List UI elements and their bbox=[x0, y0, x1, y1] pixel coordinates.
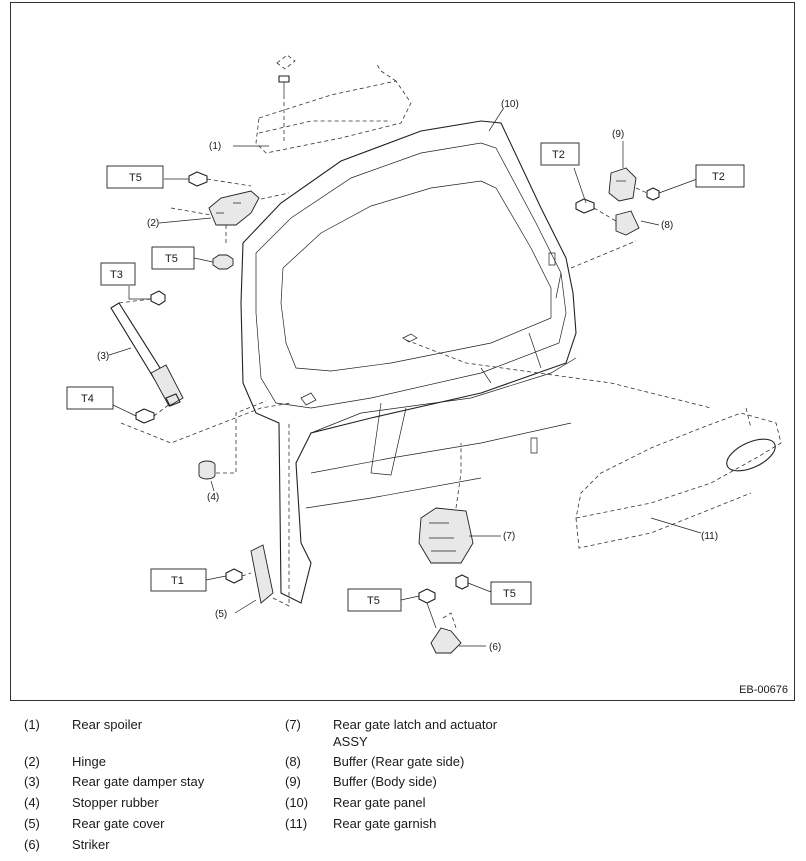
callout-8: (8) bbox=[661, 220, 673, 231]
callout-3: (3) bbox=[97, 351, 109, 362]
callout-2: (2) bbox=[147, 218, 159, 229]
legend-item: (9) Buffer (Body side) bbox=[285, 773, 437, 790]
callout-10: (10) bbox=[501, 99, 519, 110]
legend-text: Rear gate latch and actuator ASSY bbox=[333, 717, 498, 749]
torque-t2b: T2 bbox=[712, 171, 725, 183]
legend-item: (10) Rear gate panel bbox=[285, 794, 426, 811]
figure-code: EB-00676 bbox=[739, 684, 788, 696]
torque-boxes: T5 T5 T3 T4 T1 T2 T2 T5 T5 bbox=[66, 142, 745, 612]
legend-number: (1) bbox=[24, 717, 40, 732]
torque-box-t5c bbox=[347, 588, 402, 612]
callout-7: (7) bbox=[503, 531, 515, 542]
torque-box-t5b bbox=[151, 246, 195, 270]
torque-box-t4 bbox=[66, 386, 114, 410]
legend-text: Rear gate garnish bbox=[333, 816, 437, 831]
legend-item: (11) Rear gate garnish bbox=[285, 815, 436, 832]
buffers bbox=[570, 167, 660, 269]
legend-text: Rear spoiler bbox=[72, 717, 143, 732]
torque-t1: T1 bbox=[171, 575, 184, 587]
torque-t3: T3 bbox=[110, 269, 123, 281]
legend-number: (7) bbox=[285, 717, 301, 732]
torque-box-t5a bbox=[106, 165, 164, 189]
legend-text: Rear gate panel bbox=[333, 795, 426, 810]
legend-text: Buffer (Body side) bbox=[333, 774, 437, 789]
damper-stay bbox=[110, 290, 292, 444]
striker bbox=[418, 588, 462, 654]
legend-number: (5) bbox=[24, 816, 40, 831]
legend-item: (3) Rear gate damper stay bbox=[24, 773, 204, 790]
legend-item: (6) Striker bbox=[24, 836, 110, 853]
legend-number: (8) bbox=[285, 754, 301, 769]
exploded-diagram: (1) (2) (3) (4) (5) (6) (7) (8) (9) (10)… bbox=[10, 2, 795, 701]
callout-1: (1) bbox=[209, 141, 221, 152]
callout-4: (4) bbox=[207, 492, 219, 503]
torque-t5a: T5 bbox=[129, 172, 142, 184]
legend-number: (6) bbox=[24, 837, 40, 852]
torque-t5d: T5 bbox=[503, 588, 516, 600]
callout-5: (5) bbox=[215, 609, 227, 620]
parts-legend: (1) Rear spoiler (2) Hinge (3) Rear gate… bbox=[0, 712, 806, 857]
torque-box-t3 bbox=[100, 262, 136, 286]
legend-item: (4) Stopper rubber bbox=[24, 794, 159, 811]
torque-t4: T4 bbox=[81, 393, 94, 405]
callout-11: (11) bbox=[701, 531, 718, 542]
legend-item: (7) Rear gate latch and actuator ASSY bbox=[285, 716, 497, 750]
torque-box-t2a bbox=[540, 142, 580, 166]
legend-item: (2) Hinge bbox=[24, 753, 106, 770]
legend-item: (1) Rear spoiler bbox=[24, 716, 142, 733]
legend-number: (10) bbox=[285, 795, 309, 810]
legend-text: Buffer (Rear gate side) bbox=[333, 754, 465, 769]
rear-spoiler bbox=[255, 54, 412, 154]
torque-box-t2b bbox=[695, 164, 745, 188]
callout-labels: (1) (2) (3) (4) (5) (6) (7) (8) (9) (10)… bbox=[97, 99, 718, 653]
rear-gate-garnish bbox=[575, 407, 782, 549]
hinge-nut bbox=[212, 254, 234, 270]
torque-t5c: T5 bbox=[367, 595, 380, 607]
rear-gate-latch bbox=[418, 443, 474, 590]
legend-text: Hinge bbox=[72, 754, 106, 769]
stopper-rubber bbox=[198, 400, 267, 480]
hinge bbox=[170, 171, 290, 243]
torque-t2a: T2 bbox=[552, 149, 565, 161]
legend-number: (4) bbox=[24, 795, 40, 810]
torque-t5b: T5 bbox=[165, 253, 178, 265]
torque-box-t1 bbox=[150, 568, 207, 592]
legend-text: Striker bbox=[72, 837, 110, 852]
rear-gate-cover bbox=[225, 423, 290, 607]
legend-text: Rear gate damper stay bbox=[72, 774, 205, 789]
legend-number: (2) bbox=[24, 754, 40, 769]
legend-text: Stopper rubber bbox=[72, 795, 159, 810]
diagram-drawing: (1) (2) (3) (4) (5) (6) (7) (8) (9) (10)… bbox=[66, 54, 782, 654]
legend-number: (3) bbox=[24, 774, 40, 789]
callout-9: (9) bbox=[612, 129, 624, 140]
callout-6: (6) bbox=[489, 642, 501, 653]
legend-item: (5) Rear gate cover bbox=[24, 815, 165, 832]
legend-item: (8) Buffer (Rear gate side) bbox=[285, 753, 464, 770]
rear-gate-panel bbox=[240, 120, 712, 604]
torque-box-t5d bbox=[490, 581, 532, 605]
legend-text: Rear gate cover bbox=[72, 816, 165, 831]
legend-number: (11) bbox=[285, 816, 308, 831]
legend-number: (9) bbox=[285, 774, 301, 789]
